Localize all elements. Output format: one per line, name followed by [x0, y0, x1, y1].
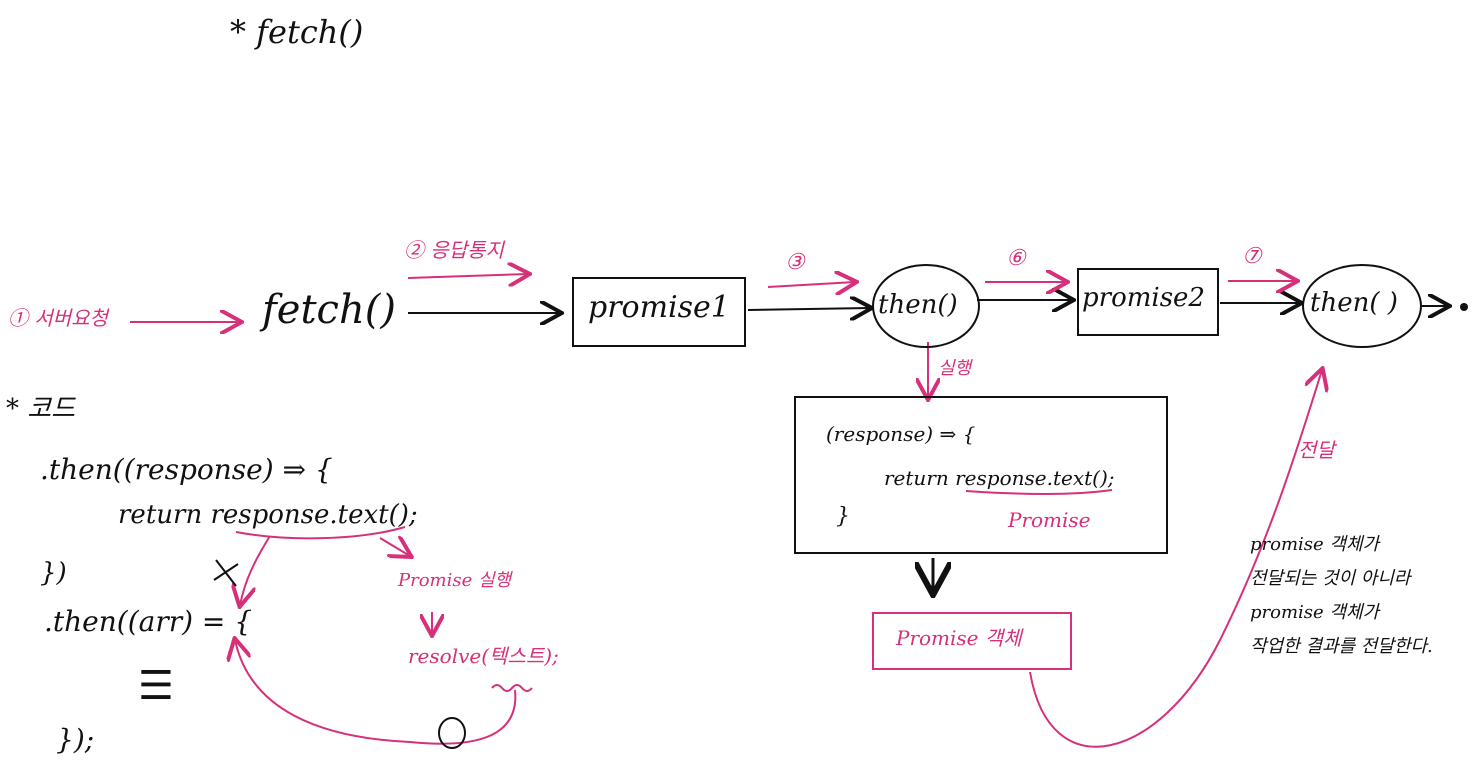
arrow-resolve-back — [235, 640, 517, 745]
then1-node — [872, 264, 980, 348]
callback-box — [794, 396, 1168, 554]
code-line-6: }); — [56, 723, 95, 756]
resolve-label: resolve(텍스트); — [408, 644, 559, 668]
fetch-node: fetch() — [262, 287, 396, 333]
arrow-deliver-curve — [1029, 370, 1322, 748]
step6-label: ⑥ — [1006, 246, 1026, 271]
promise-exec-label: Promise 실행 — [398, 570, 512, 591]
deliver-label: 전달 — [1298, 438, 1335, 462]
note-line-2: 전달되는 것이 아니라 — [1250, 568, 1411, 589]
promise-object-box — [872, 612, 1072, 670]
note-line-3: promise 객체가 — [1250, 602, 1380, 623]
then2-label: then( ) — [1310, 288, 1398, 318]
callback-line-3: } — [836, 504, 850, 529]
callback-promise-note: Promise — [1008, 508, 1091, 532]
then1-label: then() — [878, 290, 958, 320]
page-title: * fetch() — [230, 13, 364, 51]
promise-object-label: Promise 객체 — [896, 626, 1022, 650]
code-line-3: }) — [40, 558, 67, 588]
promise1-box — [572, 277, 746, 347]
squiggle-text — [491, 684, 533, 692]
cross-mark — [213, 559, 239, 587]
note-block: promise 객체가 전달되는 것이 아니라 promise 객체가 작업한 … — [1250, 536, 1433, 656]
code-line-5: ☰ — [138, 663, 174, 709]
then2-node — [1302, 264, 1422, 348]
execute-label: 실행 — [938, 358, 972, 379]
arrow-to-promise-exec — [379, 538, 410, 556]
code-line-4: .then((arr) = { — [44, 605, 253, 638]
promise1-label: promise1 — [588, 290, 730, 325]
step7-label: ⑦ — [1242, 244, 1262, 269]
code-heading: * 코드 — [6, 394, 76, 424]
scribble-circle — [438, 717, 466, 749]
arrow-step3 — [767, 282, 855, 287]
step1-server-request: ① 서버요청 — [8, 306, 108, 330]
arrow-to-arr — [240, 535, 271, 605]
callback-line-2: return response.text(); — [884, 466, 1115, 490]
step2-response-notify: ② 응답통지 — [404, 238, 504, 262]
arrow-response-notify — [407, 274, 528, 278]
callback-line-1: (response) ⇒ { — [826, 422, 976, 446]
end-dot — [1460, 303, 1468, 311]
note-line-1: promise 객체가 — [1250, 534, 1380, 555]
code-line-2: return response.text(); — [118, 500, 418, 530]
code-line-1: .then((response) ⇒ { — [40, 453, 333, 486]
promise2-label: promise2 — [1082, 283, 1205, 313]
underline-callback — [965, 489, 1113, 495]
step3-label: ③ — [785, 250, 805, 275]
arrow-promise1-to-then1 — [747, 308, 870, 310]
underline-response-text — [235, 526, 406, 540]
note-line-4: 작업한 결과를 전달한다. — [1250, 636, 1433, 657]
promise2-box — [1077, 268, 1219, 336]
